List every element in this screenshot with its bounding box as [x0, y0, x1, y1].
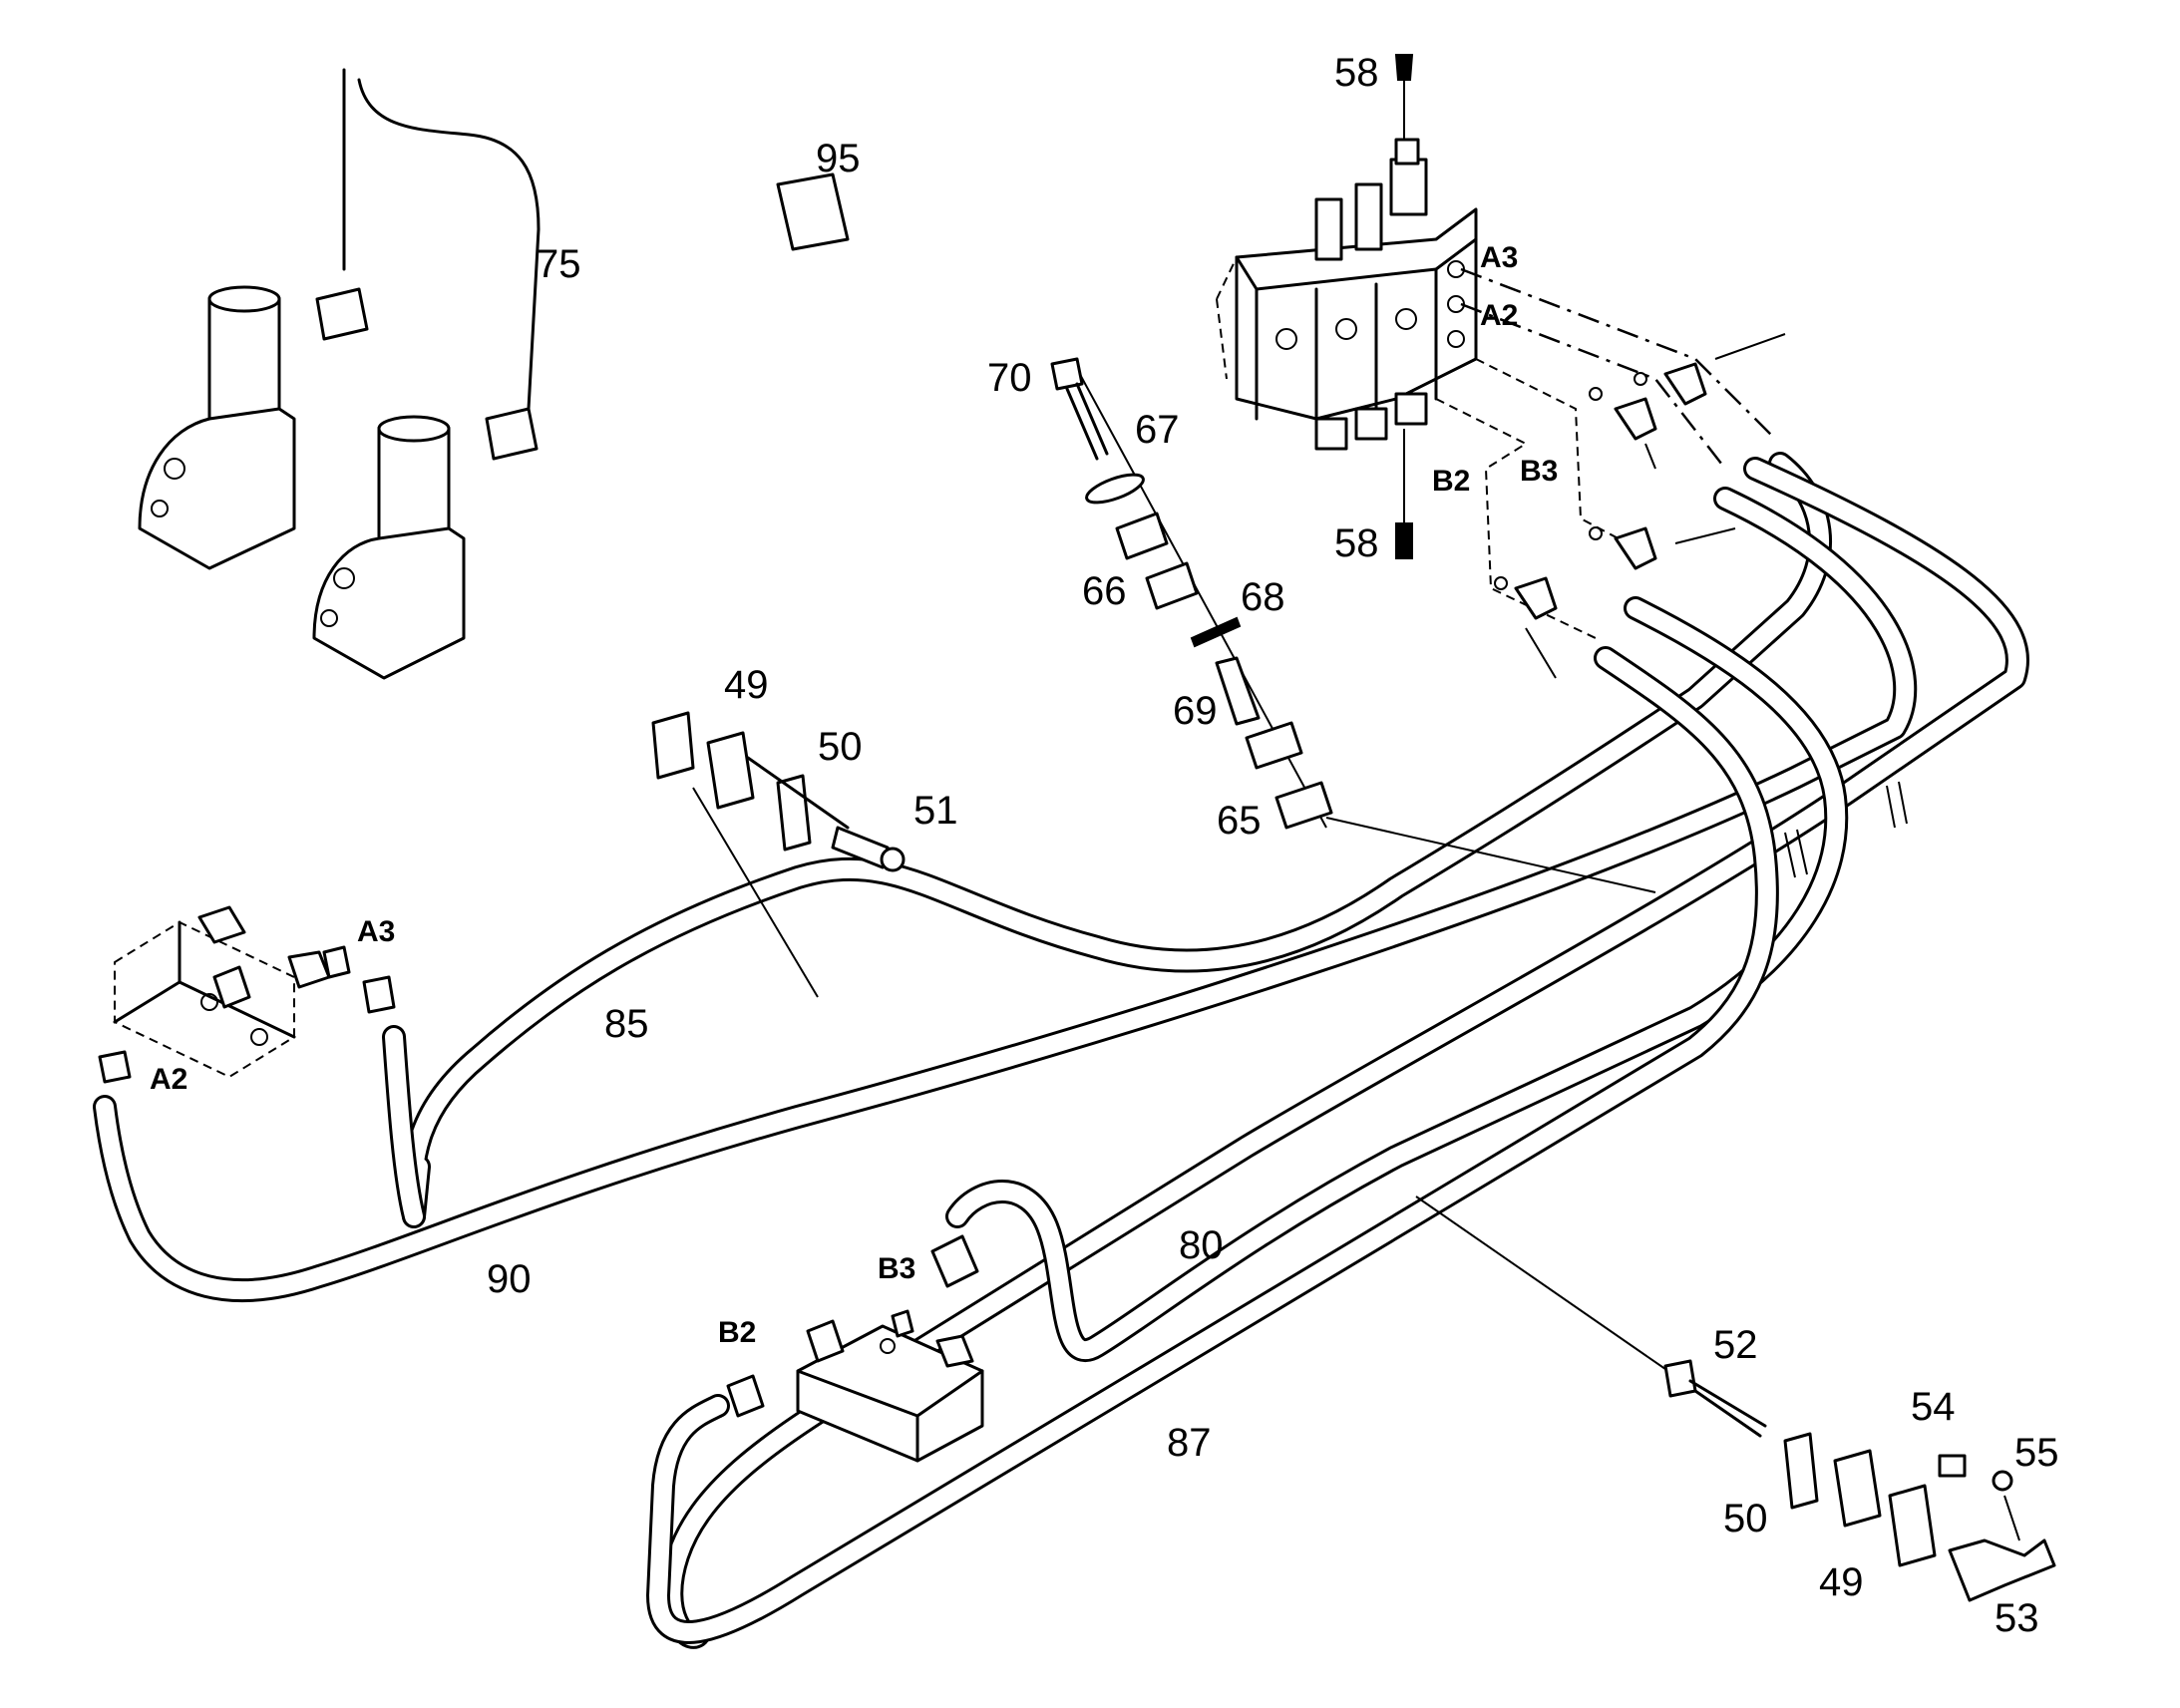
plate-50a [776, 774, 812, 852]
fitting-a3-left [362, 975, 396, 1014]
spacer-66 [1115, 512, 1199, 610]
port-label-left-a2: A2 [150, 1063, 187, 1096]
o-ring-68 [1190, 616, 1242, 648]
clamp-half-49b-1 [1833, 1449, 1882, 1528]
bracket-53 [1948, 1538, 2056, 1602]
fitting-b2-bottom [726, 1374, 765, 1418]
leader-55 [2003, 1495, 2020, 1541]
callout-67: 67 [1135, 408, 1180, 452]
decal-95 [776, 172, 850, 251]
hose-clamp-marks [1784, 781, 1908, 878]
solenoid-valve-1 [138, 285, 296, 570]
hose-90 [93, 487, 1918, 1303]
port-label-bottom-b2: B2 [718, 1316, 756, 1349]
port-label-left-a3: A3 [357, 915, 395, 948]
callout-70: 70 [987, 356, 1032, 400]
callout-54: 54 [1911, 1385, 1956, 1429]
leader-49a [692, 787, 819, 998]
callout-58-top: 58 [1334, 51, 1379, 95]
callout-50-bottom: 50 [1723, 1497, 1768, 1540]
callout-87: 87 [1167, 1421, 1212, 1465]
plate-50b [1783, 1432, 1819, 1510]
hose-85 [400, 452, 1833, 1228]
port-label-valve-b3: B3 [1520, 455, 1558, 488]
callout-52: 52 [1713, 1323, 1758, 1367]
center-line-a3 [1460, 267, 1776, 440]
callout-95: 95 [816, 137, 861, 180]
bolt-70 [1050, 357, 1109, 461]
hose-80 [945, 596, 1849, 1362]
clamp-half-49a-2 [706, 731, 755, 810]
callout-50-top: 50 [818, 725, 863, 769]
hose-87-lower [646, 646, 1779, 1644]
callout-55: 55 [2014, 1431, 2059, 1475]
callout-49-top: 49 [724, 663, 769, 707]
bolt-52 [1663, 1359, 1767, 1438]
callout-53: 53 [1995, 1596, 2039, 1640]
leader-65 [1325, 817, 1656, 893]
callout-49-bottom: 49 [1819, 1560, 1864, 1604]
screw-54 [1938, 1454, 1967, 1478]
center-line-b3 [1475, 358, 1656, 559]
clamp-half-49b-2 [1888, 1484, 1937, 1567]
manifold-block-b [796, 1309, 984, 1463]
solenoid-valve-2 [312, 415, 466, 680]
callout-58-bottom: 58 [1334, 521, 1379, 565]
hose-87-main [659, 457, 2029, 1649]
fitting-b3-bottom [930, 1234, 979, 1288]
washer-67 [1085, 473, 1145, 505]
port-label-bottom-b3: B3 [878, 1252, 915, 1285]
center-line-a2 [1460, 302, 1726, 470]
washer-55 [1992, 1470, 2013, 1492]
callout-65: 65 [1217, 799, 1262, 843]
fitting-a2-left [98, 1050, 132, 1084]
callout-69: 69 [1173, 689, 1218, 733]
spacer-65 [1245, 721, 1333, 830]
callout-90: 90 [487, 1257, 532, 1301]
wire-harness-75 [315, 68, 541, 461]
control-valve-block [1216, 138, 1478, 451]
port-label-valve-a2: A2 [1480, 299, 1518, 332]
callout-80: 80 [1179, 1223, 1224, 1267]
hose-a3-left [382, 1025, 426, 1228]
fitting-69 [1215, 656, 1261, 726]
callout-85: 85 [604, 1002, 649, 1046]
callout-51: 51 [913, 789, 958, 833]
port-label-valve-b2: B2 [1432, 465, 1470, 498]
port-label-valve-a3: A3 [1480, 241, 1518, 274]
manifold-block-a [113, 905, 351, 1079]
plug-58-top [1394, 54, 1414, 140]
flange-clamps-valve [1494, 333, 1786, 679]
center-line-b2 [1435, 398, 1597, 639]
callout-75: 75 [537, 242, 581, 286]
leader-52 [1415, 1196, 1676, 1377]
plug-58-bottom [1395, 429, 1413, 559]
bolt-51 [746, 756, 906, 872]
callout-66: 66 [1082, 569, 1127, 613]
clamp-half-49a-1 [651, 711, 695, 780]
callout-68: 68 [1241, 575, 1285, 619]
